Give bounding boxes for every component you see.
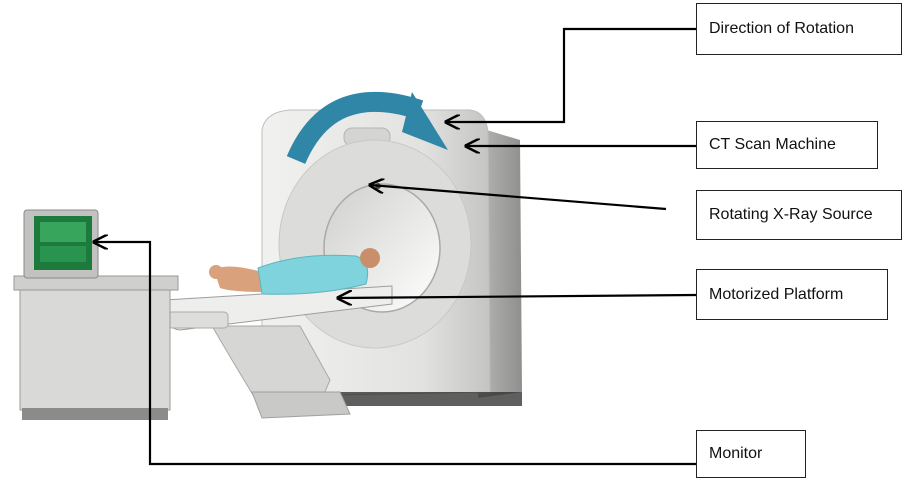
label-motorized-platform: Motorized Platform (696, 269, 888, 320)
label-rotating-xray-source: Rotating X-Ray Source (696, 190, 902, 240)
table-edge (168, 312, 228, 328)
monitor-screen-detail-2 (40, 246, 86, 262)
console-plinth (22, 408, 168, 420)
patient-foot (209, 265, 223, 279)
label-monitor: Monitor (696, 430, 806, 478)
console-cabinet (20, 286, 170, 410)
label-rotating-xray-source-text: Rotating X-Ray Source (709, 206, 873, 224)
table-base (252, 392, 350, 418)
label-ct-scan-machine: CT Scan Machine (696, 121, 878, 169)
label-monitor-text: Monitor (709, 445, 762, 463)
label-direction-of-rotation-text: Direction of Rotation (709, 20, 854, 38)
patient-head (360, 248, 380, 268)
label-ct-scan-machine-text: CT Scan Machine (709, 136, 836, 154)
label-motorized-platform-text: Motorized Platform (709, 286, 843, 304)
label-direction-of-rotation: Direction of Rotation (696, 3, 902, 55)
leader-rotation (446, 29, 696, 122)
monitor-screen-detail (40, 222, 86, 242)
